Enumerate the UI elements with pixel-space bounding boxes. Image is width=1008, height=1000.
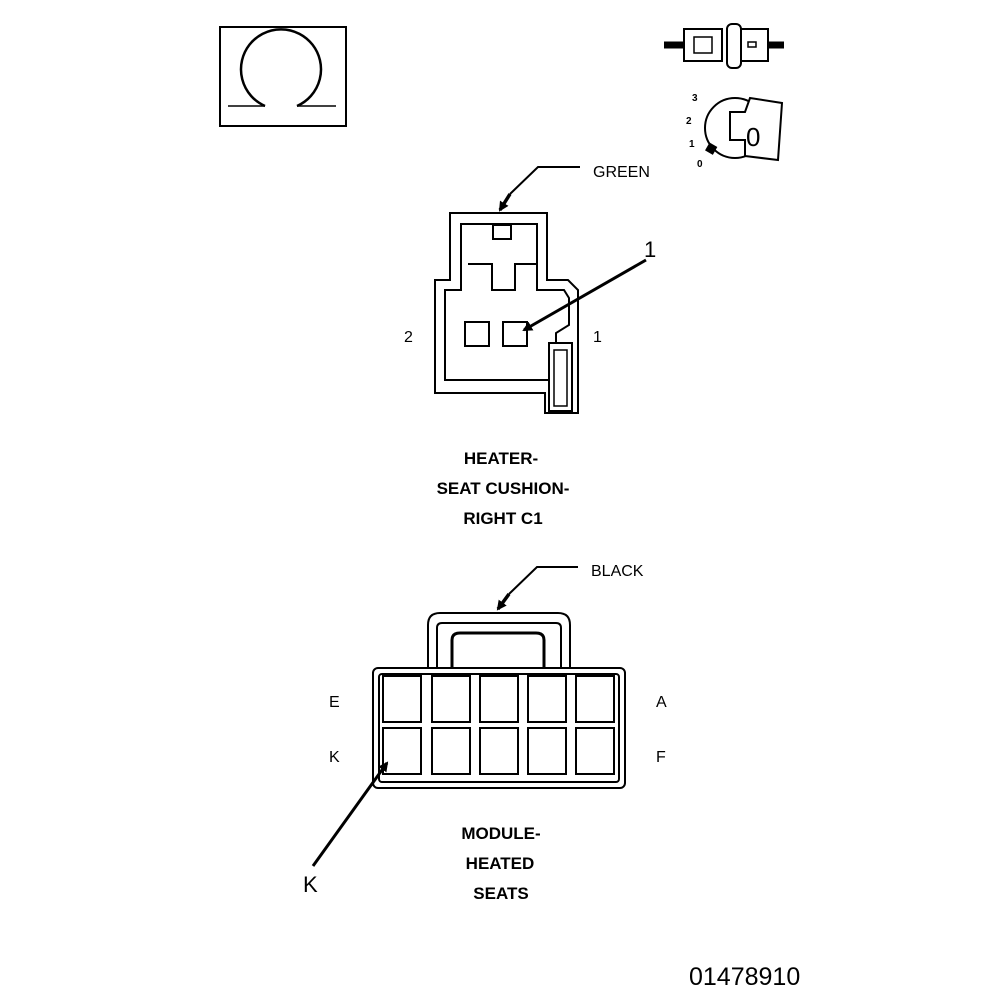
connector-module-heated-seats: BLACK E A K F K MODULE- HEATED SEATS — [303, 563, 667, 903]
cavity-h — [479, 727, 519, 775]
cavity-d — [431, 675, 471, 723]
cavity-g — [527, 727, 567, 775]
connector-2-title-line-2: HEATED — [466, 854, 535, 873]
connector-1-callout: 1 — [644, 237, 656, 262]
connector-1-pin-left-label: 2 — [404, 329, 413, 346]
cavity-c — [479, 675, 519, 723]
cavity-k — [382, 727, 422, 775]
ohm-icon — [239, 28, 323, 108]
cavity-b — [527, 675, 567, 723]
connector-2-row1-right-label: A — [656, 694, 667, 711]
connector-2-title-line-1: MODULE- — [461, 824, 540, 843]
cavity-pin-1 — [502, 321, 528, 347]
cavity-e — [382, 675, 422, 723]
connector-1-title-line-1: HEATER- — [464, 449, 538, 468]
cavity-pin-2 — [464, 321, 490, 347]
connector-2-callout: K — [303, 872, 318, 897]
connector-1-color-label: GREEN — [593, 164, 650, 181]
figure-id: 01478910 — [689, 963, 800, 991]
connector-2-color-label: BLACK — [591, 563, 644, 580]
ignition-key-icon: 3 2 1 0 0 — [686, 93, 784, 170]
connector-2-row2-left-label: K — [329, 749, 340, 766]
connector-1-pin-right-label: 1 — [593, 329, 602, 346]
connector-2-row1-left-label: E — [329, 694, 340, 711]
ignition-key-label: 0 — [746, 122, 760, 152]
connector-2-latch — [427, 612, 571, 668]
ignition-pos-3: 3 — [692, 93, 698, 104]
ignition-pos-2: 2 — [686, 116, 692, 127]
connector-2-row2-right-label: F — [656, 749, 666, 766]
ohmmeter-symbol: Ω — [219, 26, 347, 127]
ignition-pos-0: 0 — [697, 159, 703, 170]
connector-2-title-line-3: SEATS — [473, 884, 528, 903]
connector-heater-seat-cushion-right-c1: GREEN 1 2 1 HEATER- SEAT CUSHION- RIGHT … — [404, 164, 656, 528]
disconnected-connector-icon — [664, 23, 784, 69]
connector-1-title-line-2: SEAT CUSHION- — [437, 479, 570, 498]
cavity-a — [575, 675, 615, 723]
cavity-j — [431, 727, 471, 775]
connector-1-title-line-3: RIGHT C1 — [463, 509, 542, 528]
ignition-pos-1: 1 — [689, 139, 695, 150]
cavity-f — [575, 727, 615, 775]
